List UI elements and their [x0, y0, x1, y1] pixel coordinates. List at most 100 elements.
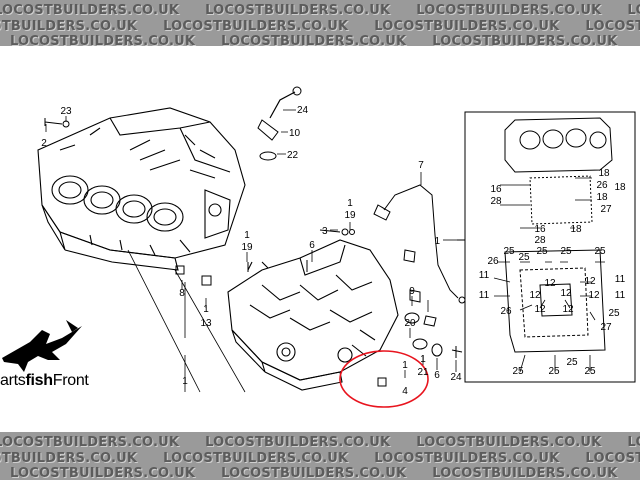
watermark-row: LOCOSTBUILDERS.CO.UK LOCOSTBUILDERS.CO.UK… [10, 466, 640, 480]
callout-11d: 11 [615, 290, 626, 301]
callout-27: 27 [600, 204, 612, 215]
callout-1-13: 1 [203, 304, 209, 315]
callout-1-mid: 1 [347, 198, 353, 209]
callout-20: 20 [404, 318, 416, 329]
watermark-text: LOCOSTBUILDERS.CO.UK [163, 19, 349, 34]
callout-26c: 26 [500, 306, 512, 317]
watermark-text: LOCOSTBUILDERS.CO.UK [627, 435, 640, 450]
fastener-parts-drawing [44, 118, 463, 387]
watermark-text: LOCOSTBUILDERS.CO.UK [163, 451, 349, 466]
watermark-text: LOCOSTBUILDERS.CO.UK [585, 451, 640, 466]
watermark-text: LOCOSTBUILDERS.CO.UK [374, 19, 560, 34]
callout-11b: 11 [615, 274, 626, 285]
callout-28: 28 [490, 196, 502, 207]
callout-1-4: 1 [402, 360, 408, 371]
callout-18c: 18 [596, 192, 608, 203]
watermark-row: LOCOSTBUILDERS.CO.UK LOCOSTBUILDERS.CO.UK… [0, 435, 640, 450]
watermark-text: LOCOSTBUILDERS.CO.UK [0, 435, 180, 450]
lower-crankcase-drawing [227, 239, 399, 391]
callout-18: 18 [598, 168, 610, 179]
callout-16b: 16 [534, 224, 546, 235]
callout-13: 13 [200, 318, 212, 329]
watermark-text: LOCOSTBUILDERS.CO.UK [432, 466, 618, 480]
engine-crankcase-exploded-diagram: 23 2 24 10 22 7 1 3 19 1 6 19 1 8 1 13 9… [2, 86, 636, 408]
watermark-text: LOCOSTBUILDERS.CO.UK [0, 19, 138, 34]
callout-24b: 24 [450, 372, 462, 383]
callout-25: 25 [503, 246, 515, 257]
callout-4: 4 [402, 386, 408, 397]
callout-6b: 6 [434, 370, 440, 381]
upper-crankcase-drawing [37, 107, 246, 271]
watermark-text: LOCOSTBUILDERS.CO.UK [416, 435, 602, 450]
callout-25e: 25 [594, 246, 606, 257]
callout-26: 26 [596, 180, 608, 191]
watermark-text: LOCOSTBUILDERS.CO.UK [0, 3, 180, 18]
wiring-harness-drawing [257, 86, 466, 304]
callout-22: 22 [287, 150, 299, 161]
watermark-text: LOCOSTBUILDERS.CO.UK [221, 466, 407, 480]
callout-11c: 11 [479, 290, 490, 301]
callout-23: 23 [60, 106, 72, 117]
watermark-row: LOCOSTBUILDERS.CO.UK LOCOSTBUILDERS.CO.UK… [0, 3, 640, 18]
watermark-text: LOCOSTBUILDERS.CO.UK [432, 34, 618, 46]
callout-1-left: 1 [244, 230, 250, 241]
callout-12: 12 [544, 278, 556, 289]
watermark-text: LOCOSTBUILDERS.CO.UK [10, 466, 196, 480]
callout-25i: 25 [566, 357, 578, 368]
brand-suffix: Front [52, 372, 89, 389]
callout-1-bottom: 1 [182, 376, 188, 387]
brand-text: artsfishFront [0, 372, 89, 390]
callout-25j: 25 [584, 366, 596, 377]
callout-10: 10 [289, 128, 301, 139]
callout-7: 7 [418, 160, 424, 171]
callout-1-right: 1 [434, 236, 440, 247]
brand-prefix: arts [0, 372, 26, 389]
callout-18d: 18 [570, 224, 582, 235]
watermark-row: LOCOSTBUILDERS.CO.UK LOCOSTBUILDERS.CO.UK… [0, 19, 640, 34]
callout-12g: 12 [562, 304, 574, 315]
part-callouts: 23 2 24 10 22 7 1 3 19 1 6 19 1 8 1 13 9… [41, 105, 626, 397]
callout-18b: 18 [614, 182, 626, 193]
swordfish-logo-icon [2, 320, 82, 372]
callout-16: 16 [490, 184, 502, 195]
callout-28b: 28 [534, 235, 546, 246]
callout-25h: 25 [548, 366, 560, 377]
callout-24: 24 [297, 105, 309, 116]
callout-25d: 25 [560, 246, 572, 257]
callout-2: 2 [41, 138, 47, 149]
callout-1-21: 1 [420, 354, 426, 365]
callout-9: 9 [409, 286, 415, 297]
watermark-text: LOCOSTBUILDERS.CO.UK [205, 435, 391, 450]
callout-12b: 12 [584, 276, 596, 287]
callout-21: 21 [417, 367, 429, 378]
callout-12c: 12 [529, 290, 541, 301]
callout-12e: 12 [588, 290, 600, 301]
watermark-text: LOCOSTBUILDERS.CO.UK [374, 451, 560, 466]
callout-3: 3 [322, 226, 328, 237]
callout-12d: 12 [560, 288, 572, 299]
callout-25c: 25 [536, 246, 548, 257]
callout-27b: 27 [600, 322, 612, 333]
watermark-text: LOCOSTBUILDERS.CO.UK [205, 3, 391, 18]
brand-bold: fish [25, 372, 53, 389]
watermark-text: LOCOSTBUILDERS.CO.UK [627, 3, 640, 18]
callout-25g: 25 [512, 366, 524, 377]
callout-6: 6 [309, 240, 315, 251]
callout-12f: 12 [534, 304, 546, 315]
oil-pan-inset-box [457, 111, 636, 383]
watermark-row: LOCOSTBUILDERS.CO.UK LOCOSTBUILDERS.CO.UK… [0, 451, 640, 466]
callout-25b: 25 [518, 252, 530, 263]
highlight-circle [339, 350, 429, 408]
watermark-text: LOCOSTBUILDERS.CO.UK [585, 19, 640, 34]
leader-lines [45, 109, 605, 393]
callout-19b: 19 [241, 242, 253, 253]
watermark-text: LOCOSTBUILDERS.CO.UK [0, 451, 138, 466]
callout-26b: 26 [487, 256, 499, 267]
callout-19: 19 [344, 210, 356, 221]
callout-25f: 25 [608, 308, 620, 319]
watermark-text: LOCOSTBUILDERS.CO.UK [10, 34, 196, 46]
watermark-row: LOCOSTBUILDERS.CO.UK LOCOSTBUILDERS.CO.UK… [10, 34, 640, 46]
watermark-text: LOCOSTBUILDERS.CO.UK [416, 3, 602, 18]
